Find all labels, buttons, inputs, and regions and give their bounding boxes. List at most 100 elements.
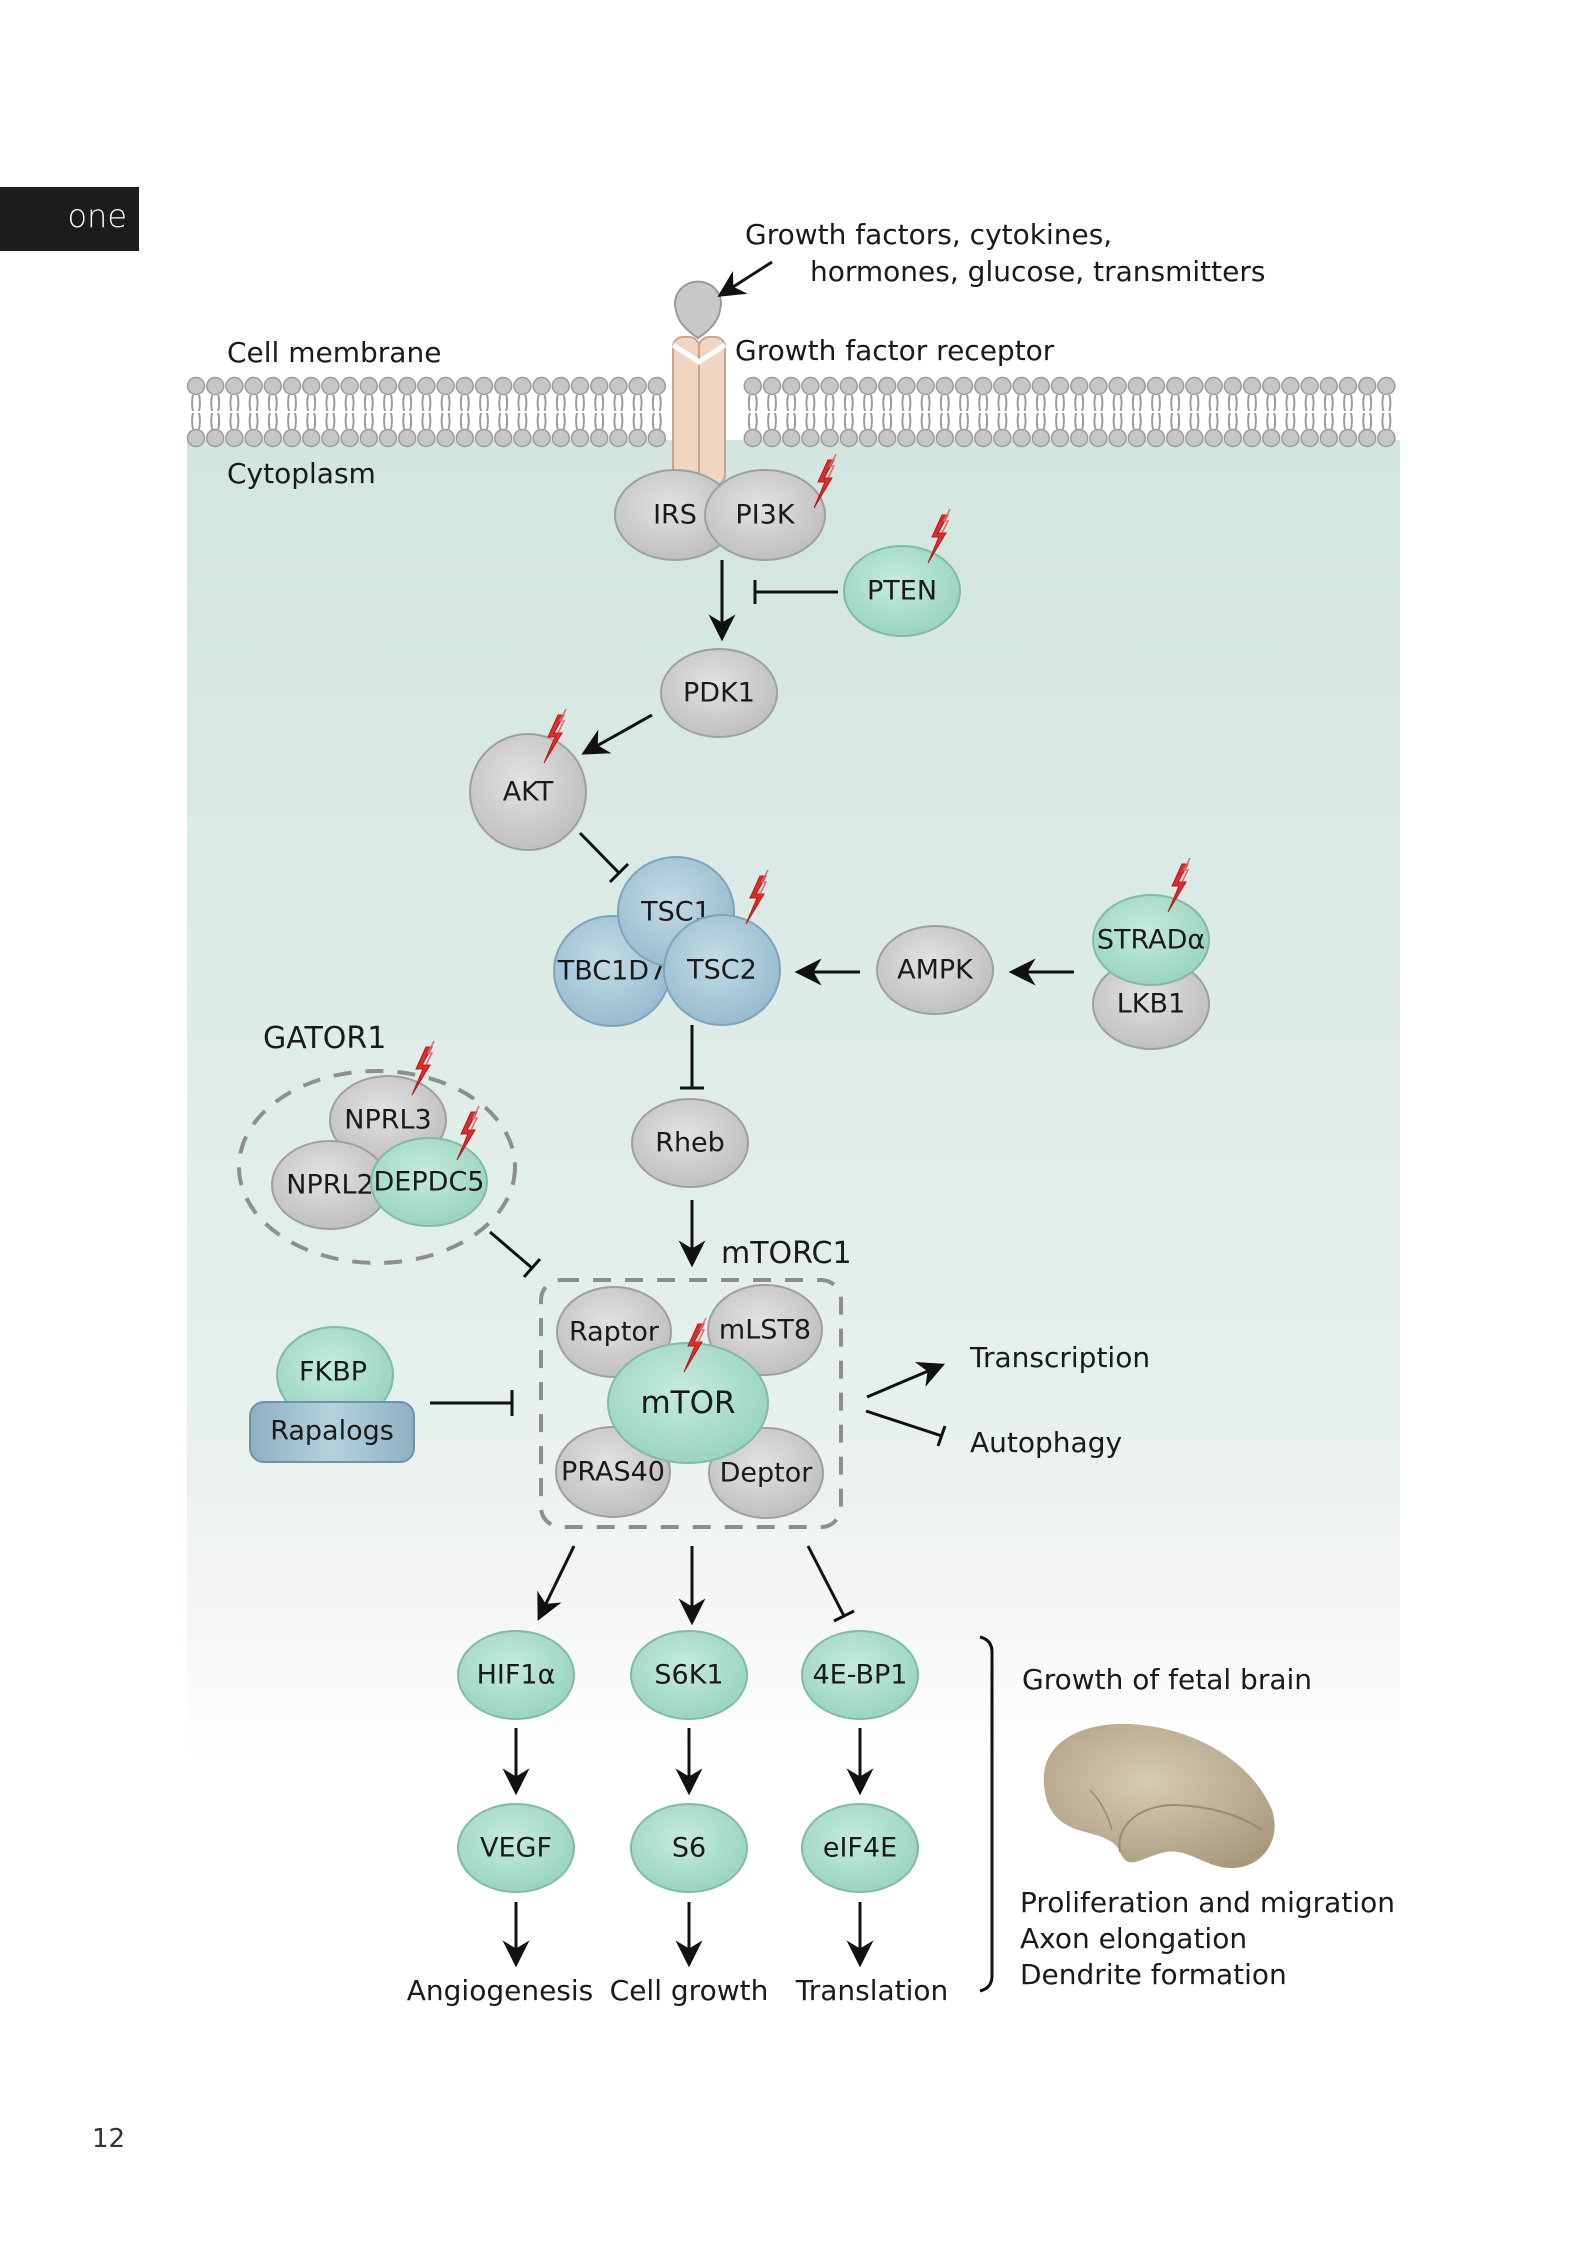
lipid-head bbox=[589, 376, 609, 396]
ligands-label-line1: Growth factors, cytokines, bbox=[745, 218, 1112, 251]
lipid-head bbox=[417, 376, 436, 396]
node-pras40-label: PRAS40 bbox=[561, 1457, 665, 1488]
pathway-connectors bbox=[430, 560, 1074, 1968]
lipid-head bbox=[1261, 376, 1281, 396]
node-eif4e-shape bbox=[801, 1803, 919, 1893]
lipid-head bbox=[225, 376, 244, 396]
lipid-head bbox=[1242, 428, 1262, 448]
lipid-head bbox=[186, 428, 206, 448]
lipid-head bbox=[244, 428, 263, 448]
lipid-head bbox=[1281, 376, 1300, 396]
lipid-tail bbox=[287, 394, 297, 430]
lipid-tail bbox=[786, 394, 797, 430]
lipid-head bbox=[1127, 376, 1147, 396]
lipid-head bbox=[474, 376, 494, 396]
lipid-tail bbox=[1323, 394, 1334, 430]
lipid-tail bbox=[1189, 394, 1200, 430]
lipid-head bbox=[551, 428, 571, 448]
lipid-tail bbox=[1285, 394, 1296, 430]
fetal-brain-image bbox=[1043, 1723, 1275, 1868]
fetal-brain-title: Growth of fetal brain bbox=[1022, 1663, 1312, 1696]
lipid-head bbox=[282, 428, 302, 448]
inhibit-autophagy bbox=[865, 1409, 943, 1438]
lipid-head bbox=[1223, 376, 1243, 396]
brain-effect-2: Axon elongation bbox=[1020, 1922, 1247, 1955]
lipid-head bbox=[1031, 376, 1051, 396]
chapter-tab-label: one bbox=[67, 197, 127, 235]
lipid-tail bbox=[1381, 394, 1392, 430]
lipid-tail bbox=[191, 394, 201, 430]
lipid-tail bbox=[959, 394, 969, 430]
lipid-head bbox=[916, 376, 935, 396]
gator1-complex-outline bbox=[237, 1069, 517, 1265]
lipid-head bbox=[1300, 428, 1319, 448]
lipid-head bbox=[1012, 428, 1031, 448]
node-pten: PTEN bbox=[843, 545, 961, 637]
node-4ebp1: 4E-BP1 bbox=[801, 1630, 919, 1720]
lipid-tail bbox=[594, 394, 605, 430]
node-vegf-label: VEGF bbox=[480, 1833, 552, 1864]
lipid-tail bbox=[1247, 394, 1257, 430]
lipid-head bbox=[493, 376, 513, 396]
node-tsc2-shape bbox=[663, 914, 781, 1026]
inhibit-gator1-mtorc1 bbox=[489, 1230, 533, 1270]
lipid-head bbox=[743, 376, 763, 396]
lipid-tail bbox=[920, 394, 931, 430]
lipid-tail bbox=[1362, 394, 1373, 430]
lipid-head bbox=[628, 428, 647, 448]
node-lkb1-label: LKB1 bbox=[1117, 989, 1185, 1020]
node-depdc5: DEPDC5 bbox=[370, 1137, 488, 1227]
lipid-head bbox=[1069, 376, 1089, 396]
lipid-head bbox=[877, 428, 897, 448]
node-strada-shape bbox=[1092, 894, 1210, 986]
lipid-head bbox=[1338, 428, 1358, 448]
node-raptor: Raptor bbox=[556, 1286, 672, 1378]
lipid-tail bbox=[1055, 394, 1065, 430]
node-nprl2-label: NPRL2 bbox=[286, 1170, 373, 1201]
lipid-head bbox=[1300, 376, 1319, 396]
lipid-head bbox=[1357, 428, 1377, 448]
node-hif1a-label: HIF1α bbox=[477, 1660, 556, 1691]
node-tsc2: TSC2 bbox=[663, 914, 781, 1026]
lipid-head bbox=[1146, 376, 1166, 396]
lipid-head bbox=[263, 428, 283, 448]
receptor-label: Growth factor receptor bbox=[735, 334, 1055, 367]
lipid-head bbox=[916, 428, 935, 448]
lipid-head bbox=[839, 376, 859, 396]
node-vegf-shape bbox=[457, 1803, 575, 1893]
lipid-head bbox=[186, 376, 206, 396]
lipid-head bbox=[801, 428, 820, 448]
lipid-head bbox=[493, 428, 513, 448]
node-mtor: mTOR bbox=[607, 1342, 769, 1464]
lipid-tail bbox=[1227, 394, 1238, 430]
lipid-head bbox=[1319, 428, 1339, 448]
lipid-head bbox=[1050, 376, 1070, 396]
lipid-head bbox=[877, 376, 897, 396]
ligand-arrow bbox=[717, 260, 773, 297]
lipid-tail bbox=[863, 394, 873, 430]
node-mtor-shape bbox=[607, 1342, 769, 1464]
inhibit-akt-tsc-bar bbox=[608, 862, 630, 884]
lipid-head bbox=[1185, 428, 1204, 448]
node-ampk: AMPK bbox=[876, 925, 994, 1015]
lipid-tail bbox=[555, 394, 566, 430]
node-rheb-label: Rheb bbox=[655, 1128, 725, 1159]
lipid-tail bbox=[363, 394, 374, 430]
lipid-tail bbox=[939, 394, 950, 430]
lipid-tail bbox=[421, 394, 432, 430]
node-rheb: Rheb bbox=[631, 1098, 749, 1188]
lipid-tail bbox=[1131, 394, 1142, 430]
mtorc1-label: mTORC1 bbox=[721, 1236, 852, 1271]
lipid-head bbox=[359, 428, 379, 448]
lipid-head bbox=[417, 428, 436, 448]
lipid-head bbox=[762, 428, 782, 448]
lipid-head bbox=[1319, 376, 1339, 396]
lipid-head bbox=[1089, 428, 1108, 448]
cytoplasm-label: Cytoplasm bbox=[227, 457, 376, 490]
ligand bbox=[674, 280, 722, 340]
node-pi3k-shape bbox=[704, 469, 826, 561]
lipid-tail bbox=[1151, 394, 1161, 430]
lipid-head bbox=[781, 428, 801, 448]
node-hif1a: HIF1α bbox=[457, 1630, 575, 1720]
lipid-head bbox=[1146, 428, 1166, 448]
